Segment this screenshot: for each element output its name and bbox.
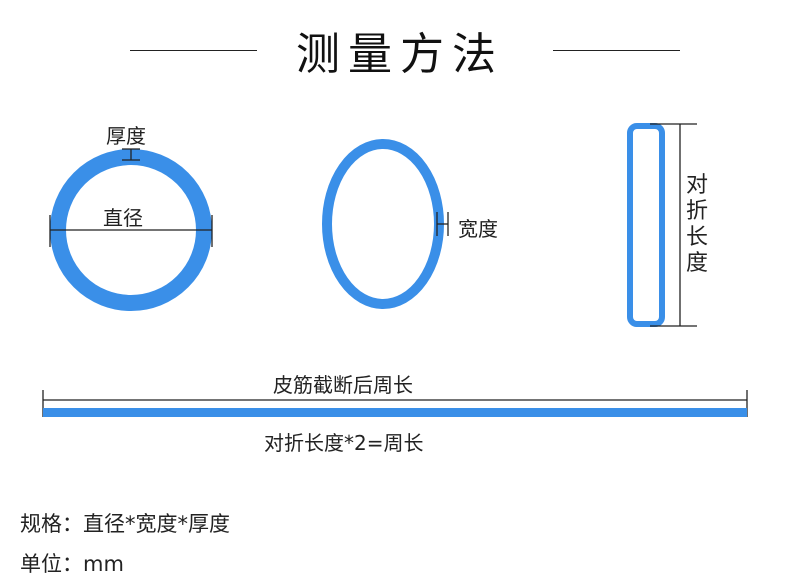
formula-label: 对折长度*2=周长 bbox=[264, 431, 424, 455]
oval-band bbox=[322, 139, 444, 309]
title-left-rule bbox=[130, 50, 257, 51]
width-label: 宽度 bbox=[458, 217, 498, 241]
spec-row: 规格：直径*宽度*厚度 bbox=[20, 508, 230, 538]
folded-length-label: 对折长度 bbox=[686, 173, 709, 276]
spec-label: 规格： bbox=[20, 512, 83, 536]
spec-value: 直径*宽度*厚度 bbox=[83, 512, 230, 536]
unit-row: 单位：mm bbox=[20, 548, 124, 578]
folded-band bbox=[627, 123, 665, 327]
cut-band-strip bbox=[43, 408, 747, 417]
unit-label: 单位： bbox=[20, 552, 83, 576]
thickness-label: 厚度 bbox=[106, 124, 146, 148]
page-title: 测量方法 bbox=[296, 29, 504, 80]
unit-value: mm bbox=[83, 552, 124, 576]
cut-perimeter-label: 皮筋截断后周长 bbox=[273, 373, 413, 397]
diameter-label: 直径 bbox=[103, 206, 143, 230]
title-right-rule bbox=[553, 50, 680, 51]
